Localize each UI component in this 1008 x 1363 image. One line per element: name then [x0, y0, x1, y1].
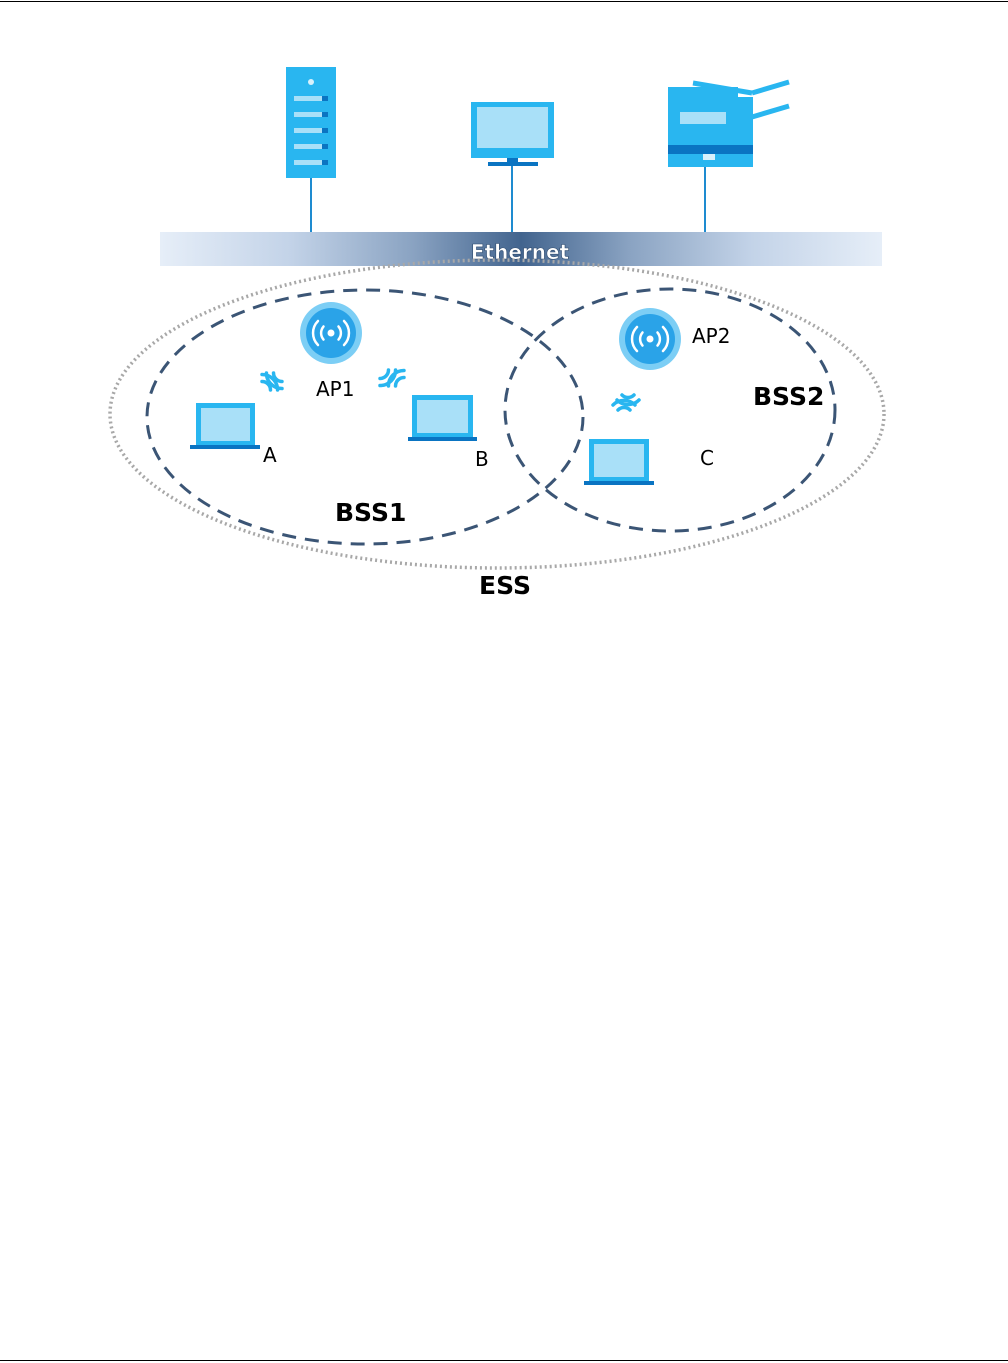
client-c-label: C [700, 446, 714, 470]
bss1-label: BSS1 [335, 498, 406, 527]
desktop-monitor-icon [471, 102, 554, 233]
client-a-label: A [263, 443, 277, 467]
laptop-a-icon [190, 403, 260, 449]
bss2-label: BSS2 [753, 382, 824, 411]
ess-label: ESS [479, 571, 531, 600]
access-point-1-icon [300, 302, 362, 364]
ap1-label: AP1 [316, 377, 354, 401]
printer-icon [668, 82, 789, 233]
laptop-c-icon [584, 439, 654, 485]
bottom-rule [0, 1360, 1008, 1361]
access-point-2-icon [619, 308, 681, 370]
laptop-b-icon [408, 395, 477, 441]
server-icon [286, 67, 336, 233]
client-b-label: B [475, 447, 489, 471]
ap2-label: AP2 [692, 324, 730, 348]
